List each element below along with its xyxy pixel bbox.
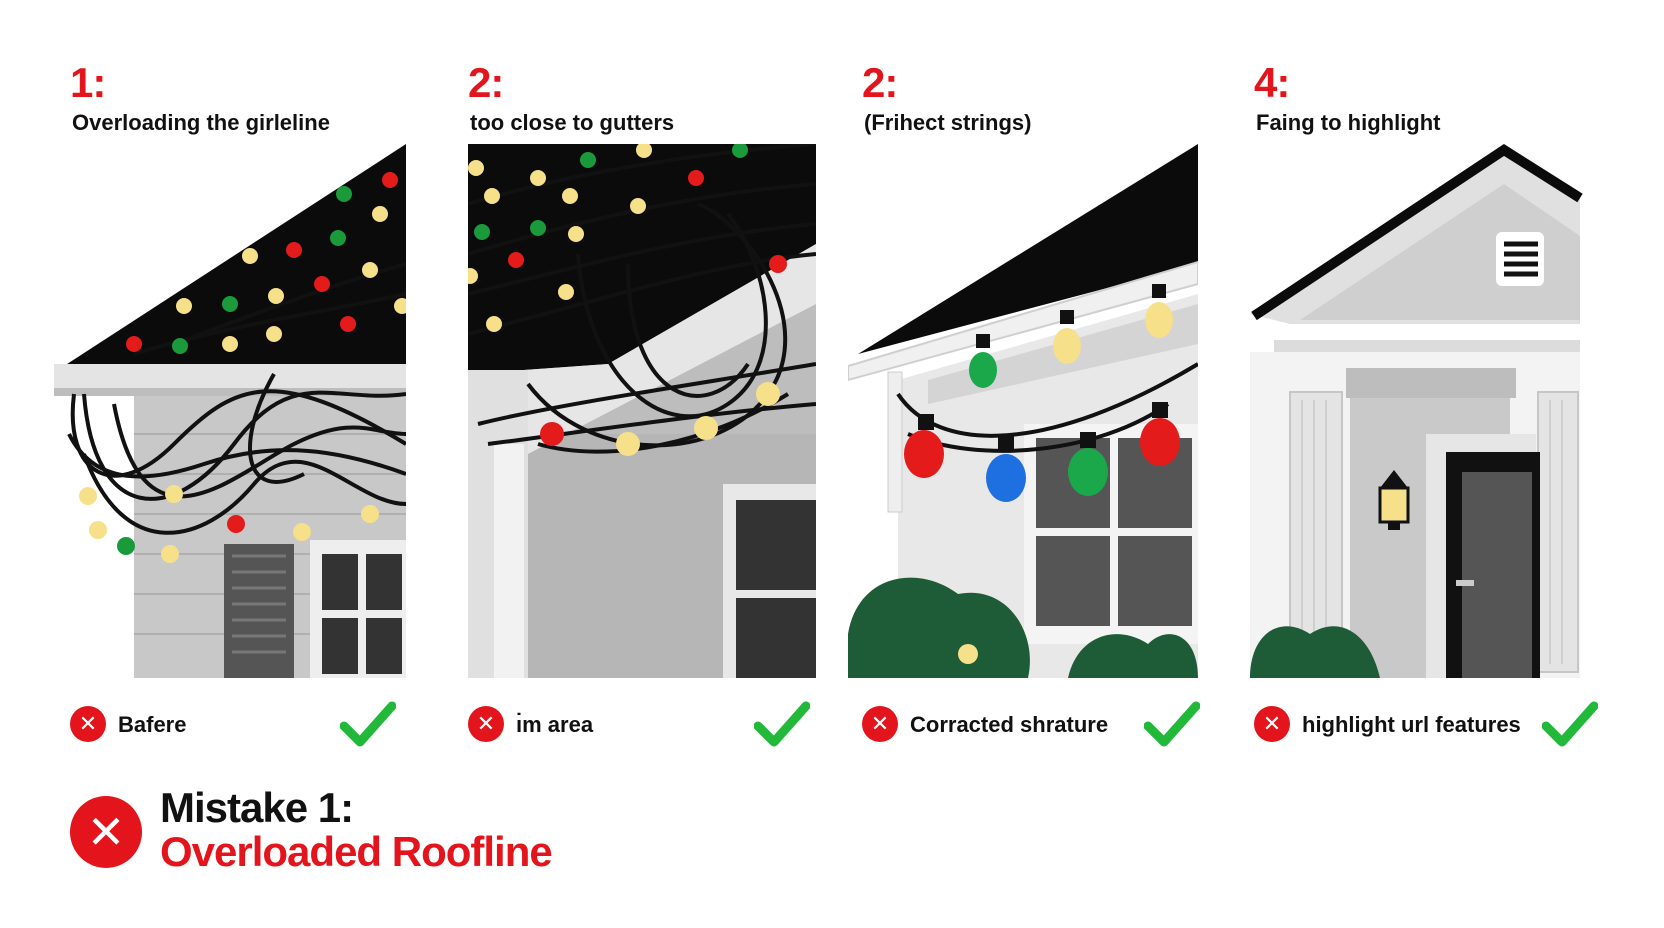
panel-number: 2: xyxy=(862,59,898,106)
panel-footer: ✕ Corracted shrature xyxy=(862,700,1200,750)
checkmark-icon xyxy=(340,701,396,747)
x-icon: ✕ xyxy=(70,796,142,868)
x-icon: ✕ xyxy=(862,706,898,742)
panel-number: 4: xyxy=(1254,59,1290,106)
x-icon: ✕ xyxy=(70,706,106,742)
footer-label: highlight url features xyxy=(1302,712,1521,737)
checkmark-icon xyxy=(1144,701,1200,747)
panel-caption: Faing to highlight xyxy=(1256,110,1441,135)
x-icon: ✕ xyxy=(1254,706,1290,742)
panel-illustration-corrected xyxy=(848,144,1198,678)
panel-number: 2: xyxy=(468,59,504,106)
footer-label: Bafere xyxy=(118,712,187,737)
panel-number: 1: xyxy=(70,59,106,106)
panel-footer: ✕ highlight url features xyxy=(1254,700,1600,750)
footer-label: Corracted shrature xyxy=(910,712,1109,737)
panel-illustration-overloaded xyxy=(54,144,406,678)
footer-label: ı̇m area xyxy=(516,712,594,737)
mistake-title: Mistake 1: xyxy=(160,784,354,831)
panel-caption: Overloading the girleline xyxy=(72,110,330,135)
panel-footer: ✕ Bafere xyxy=(70,700,400,750)
panel-illustration-highlight xyxy=(1250,144,1600,678)
checkmark-icon xyxy=(754,701,810,747)
panel-footer: ✕ ı̇m area xyxy=(468,700,810,750)
panel-caption: too close to gutters xyxy=(470,110,675,135)
panel-caption: (Frihect strings) xyxy=(864,110,1032,135)
checkmark-icon xyxy=(1542,701,1598,747)
panel-illustration-gutters xyxy=(468,144,816,678)
mistake-subtitle: Overloaded Roofline xyxy=(160,828,553,875)
x-icon: ✕ xyxy=(468,706,504,742)
